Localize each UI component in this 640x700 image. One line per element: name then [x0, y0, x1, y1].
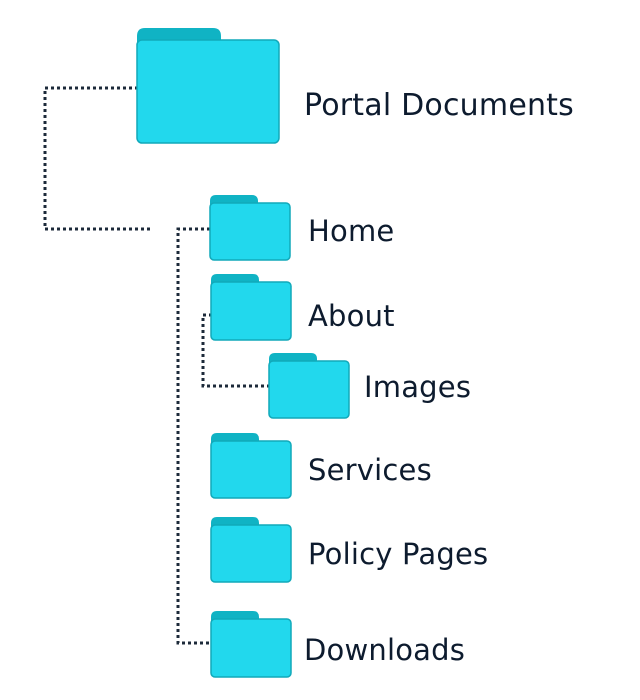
connector-children-trunk — [176, 227, 210, 645]
folder-icon[interactable] — [210, 274, 292, 341]
folder-label-downloads: Downloads — [304, 633, 466, 667]
folder-icon[interactable] — [268, 353, 350, 419]
folder-icon[interactable] — [136, 28, 280, 144]
folder-icon[interactable] — [210, 611, 292, 678]
folder-icon[interactable] — [209, 195, 291, 261]
folder-label-services: Services — [308, 453, 432, 487]
folder-label-images: Images — [364, 370, 472, 404]
connector-root-to-children — [43, 86, 150, 231]
folder-label-policy-pages: Policy Pages — [308, 537, 489, 571]
folder-label-about: About — [308, 299, 395, 333]
connector-about-to-images — [201, 313, 270, 388]
folder-label-home: Home — [308, 214, 395, 248]
folder-icon[interactable] — [210, 433, 292, 499]
folder-label-root: Portal Documents — [304, 88, 574, 123]
folder-icon[interactable] — [210, 517, 292, 583]
